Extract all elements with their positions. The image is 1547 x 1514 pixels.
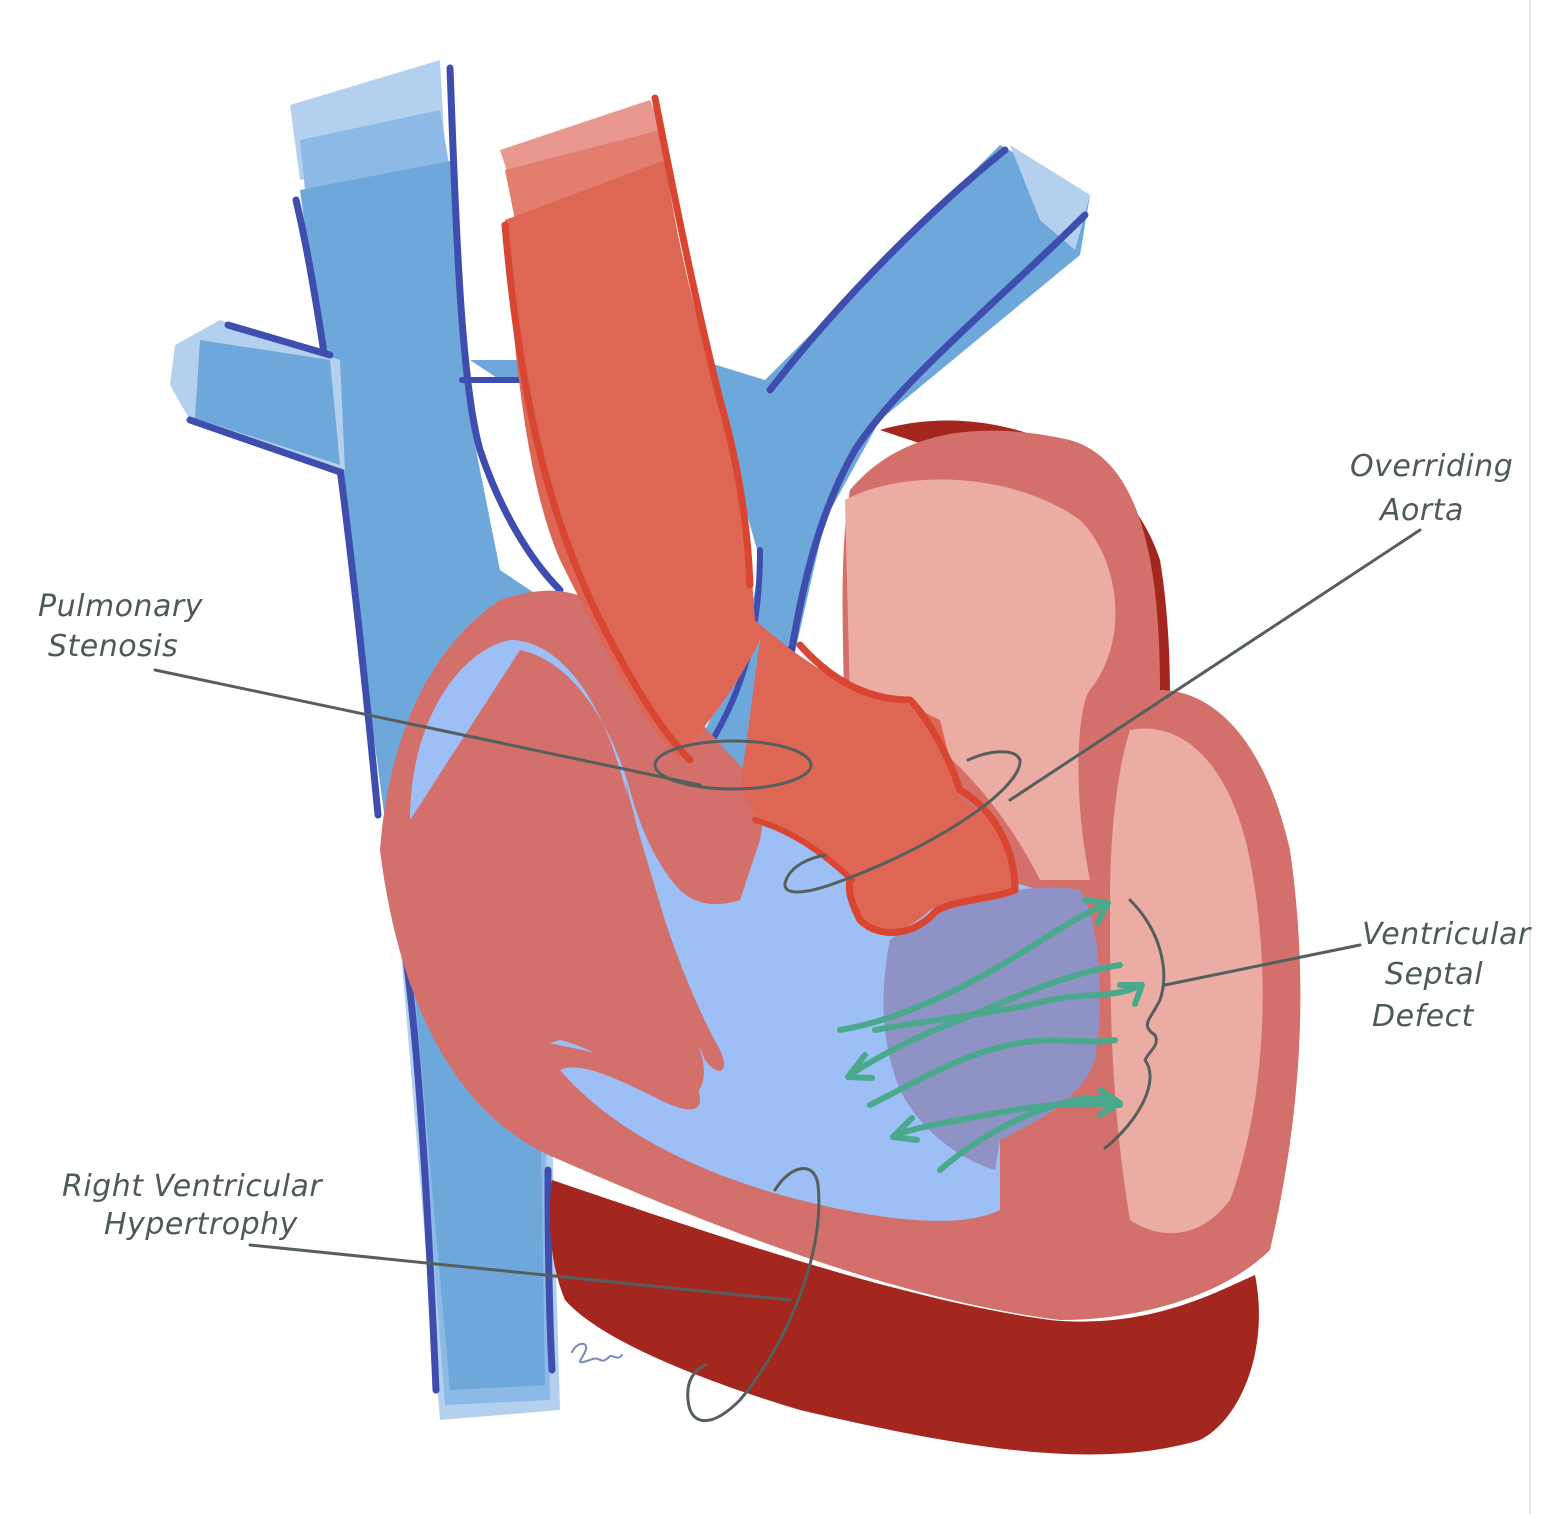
overriding-aorta-marker — [783, 750, 1022, 894]
label-rvh-line-1: Right Ventricular — [62, 1169, 323, 1204]
flow-arrow-1 — [837, 897, 1111, 1033]
label-overriding-aorta-line-2: Aorta — [1378, 493, 1464, 528]
artist-signature — [571, 1342, 623, 1364]
flow-arrow-6 — [937, 1087, 1123, 1173]
label-vsd-line-3: Defect — [1372, 999, 1475, 1034]
flow-arrow-5 — [890, 1100, 1123, 1143]
right-pulmonary-branch — [170, 320, 345, 476]
annotation-leaders — [153, 528, 1422, 1423]
flow-arrow-3 — [872, 982, 1145, 1033]
shunt-flow-arrows — [837, 897, 1145, 1173]
leader-vsd — [1163, 943, 1362, 987]
label-pulmonary-stenosis-line-2: Stenosis — [48, 629, 178, 664]
label-ventricular-septal-defect: Ventricular Septal Defect — [1362, 917, 1532, 1034]
leader-pulmonary-stenosis — [153, 668, 702, 787]
label-pulmonary-stenosis: Pulmonary Stenosis — [38, 589, 204, 664]
rv-hypertrophy-marker — [686, 1167, 821, 1423]
flow-arrow-4 — [867, 1037, 1118, 1108]
vsd-bracket — [1103, 898, 1166, 1150]
flow-arrow-2 — [845, 962, 1123, 1081]
label-pulmonary-stenosis-line-1: Pulmonary — [38, 589, 204, 624]
aorta — [500, 94, 1019, 936]
leader-overriding-aorta — [1008, 528, 1422, 802]
label-rvh-line-2: Hypertrophy — [104, 1207, 299, 1242]
label-vsd-line-1: Ventricular — [1362, 917, 1532, 952]
leader-rv-hypertrophy — [248, 1243, 792, 1302]
label-vsd-line-2: Septal — [1385, 957, 1483, 992]
label-overriding-aorta-line-1: Overriding — [1350, 449, 1513, 484]
pulmonary-stenosis-marker — [653, 739, 813, 791]
label-right-ventricular-hypertrophy: Right Ventricular Hypertrophy — [62, 1169, 323, 1242]
label-overriding-aorta: Overriding Aorta — [1350, 449, 1513, 528]
